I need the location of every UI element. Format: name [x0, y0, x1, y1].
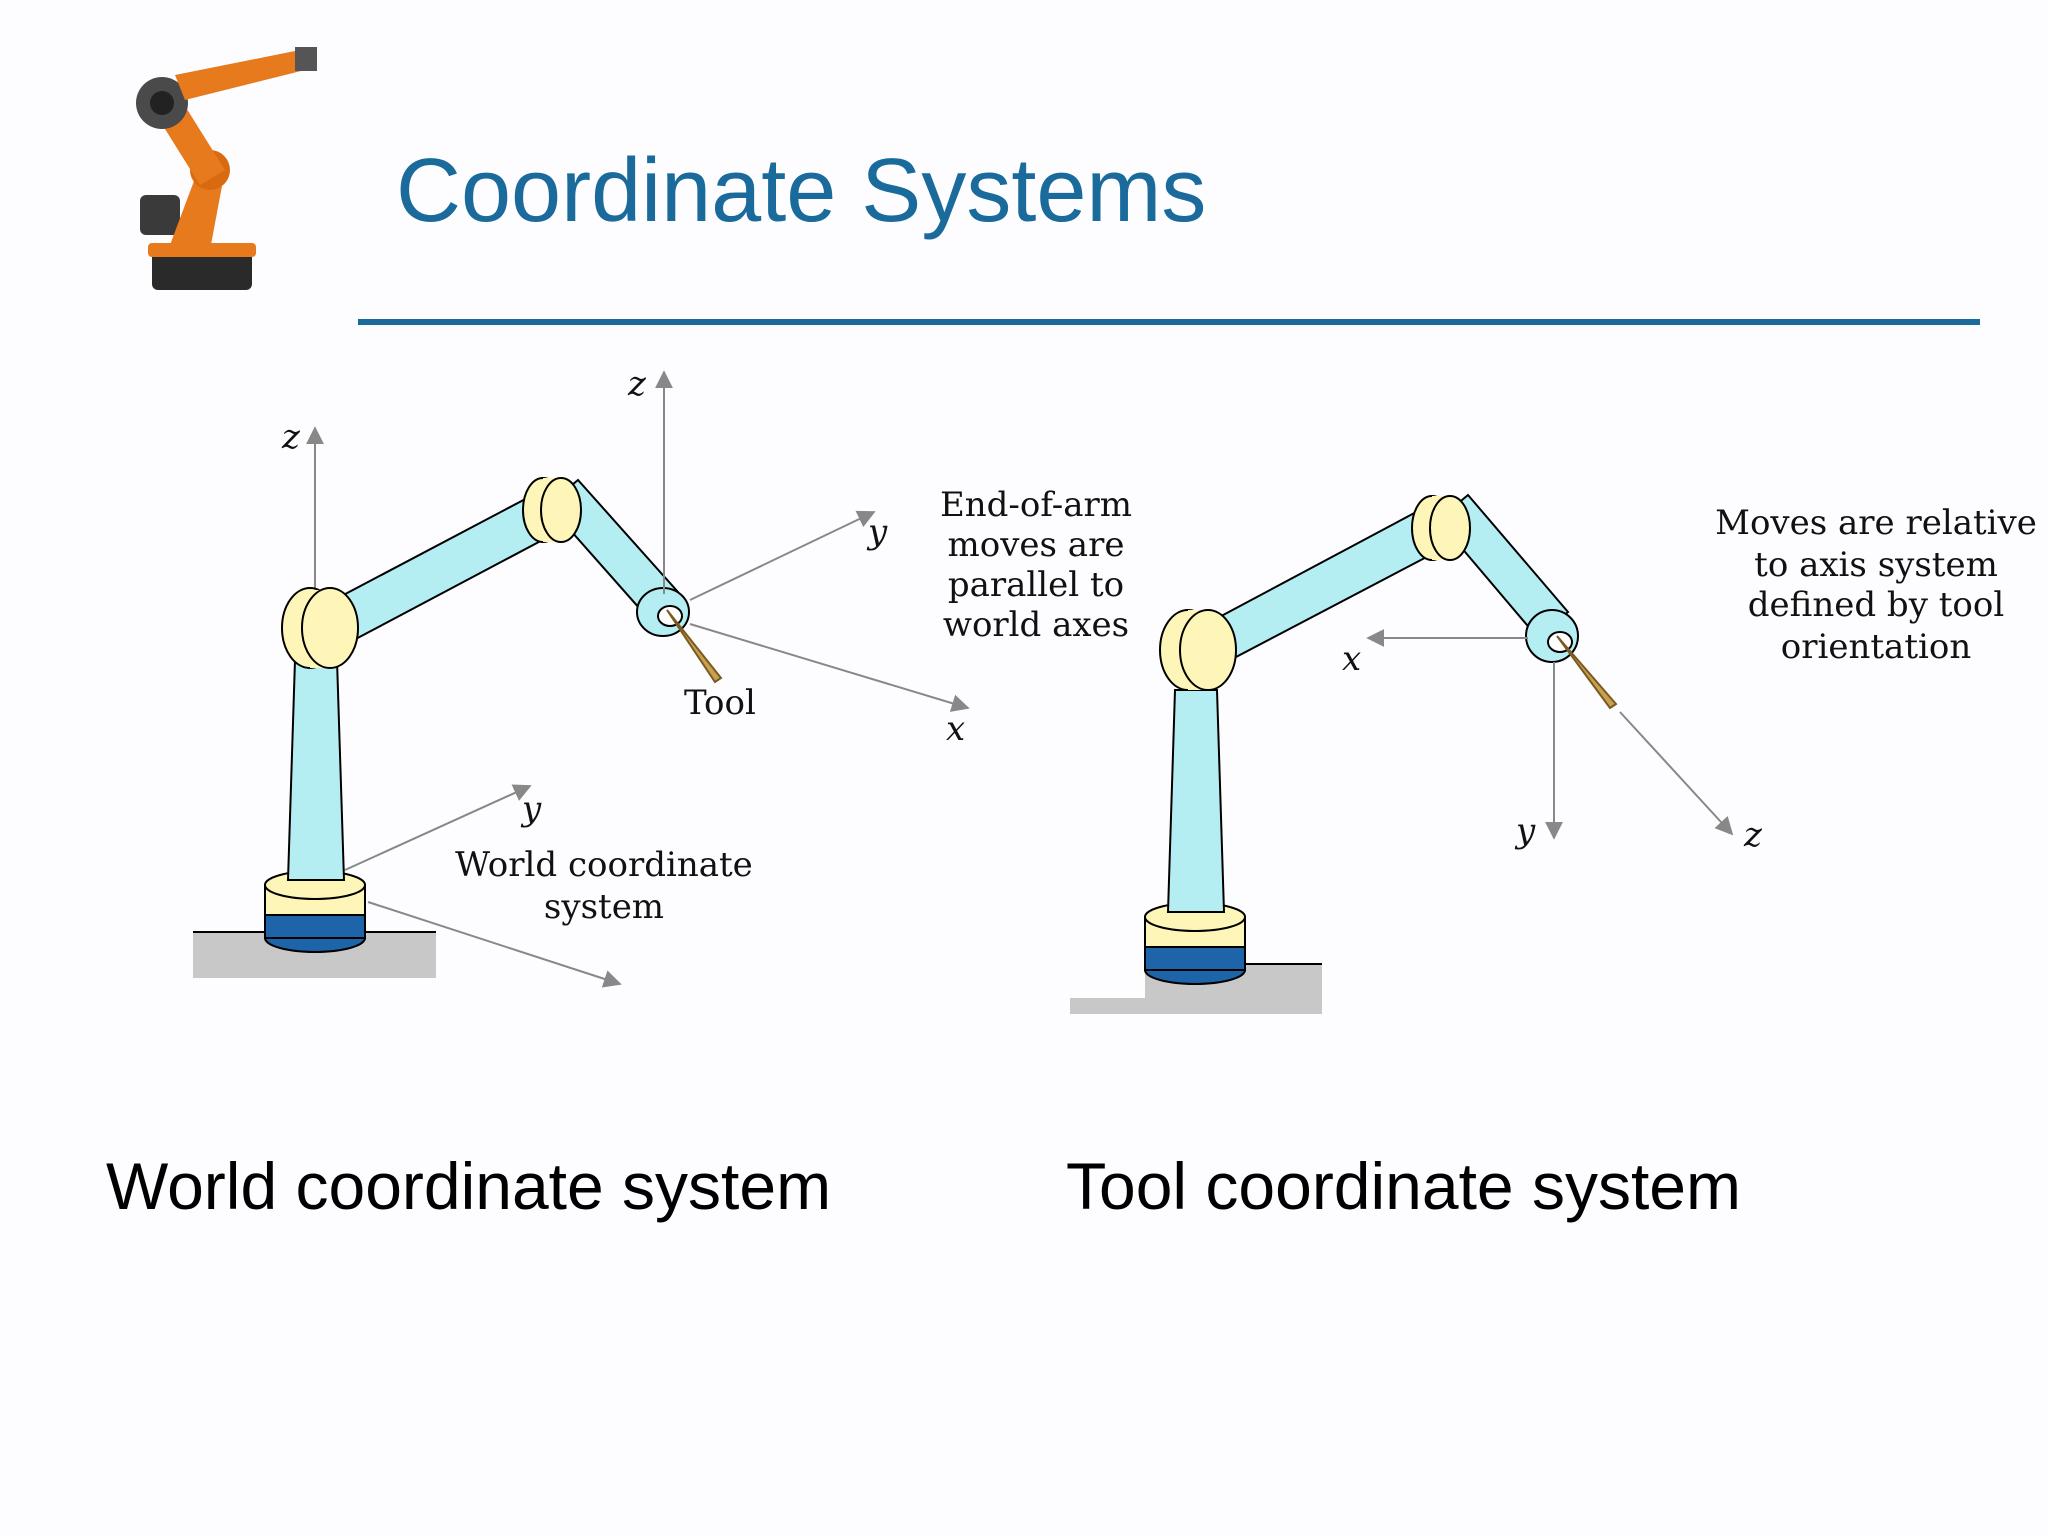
world-robot-diagram: z y z y x Tool World coordinate system E… — [193, 364, 1132, 988]
page-title: Coordinate Systems — [396, 141, 1207, 241]
world-tool-z-label: z — [627, 364, 647, 404]
world-y-axis — [344, 784, 532, 871]
tool-note-line-3: defined by tool — [1748, 585, 2004, 625]
world-caption: World coordinate system — [106, 1149, 832, 1223]
tool-robot-diagram: x y z Moves are relative to axis system … — [1070, 493, 2037, 1014]
world-tool-x-label: x — [946, 709, 965, 749]
tool-frame-tool-icon — [1556, 635, 1618, 710]
robot-logo-icon — [136, 47, 317, 290]
world-note-line-4: world axes — [943, 605, 1129, 645]
title-divider — [358, 319, 1980, 325]
world-note-line-2: moves are — [948, 525, 1125, 565]
world-tool-y-label: y — [866, 512, 888, 552]
tool-x-label: x — [1342, 639, 1361, 679]
world-tool-icon — [666, 609, 723, 684]
world-base-z-label: z — [281, 417, 301, 457]
tool-y-label: y — [1514, 811, 1536, 851]
world-note-line-1: End-of-arm — [940, 485, 1132, 525]
tool-caption: Tool coordinate system — [1066, 1149, 1741, 1223]
world-label-line-2: system — [544, 887, 664, 927]
world-base-y-label: y — [520, 789, 542, 829]
world-x-axis — [367, 901, 622, 988]
tool-z-label: z — [1743, 815, 1763, 855]
tool-note-line-4: orientation — [1781, 627, 1971, 667]
world-note-line-3: parallel to — [948, 565, 1124, 605]
tool-label: Tool — [684, 683, 756, 723]
tool-note-line-2: to axis system — [1754, 545, 1998, 585]
tool-note-line-1: Moves are relative — [1715, 503, 2037, 543]
world-label-line-1: World coordinate — [455, 845, 753, 885]
